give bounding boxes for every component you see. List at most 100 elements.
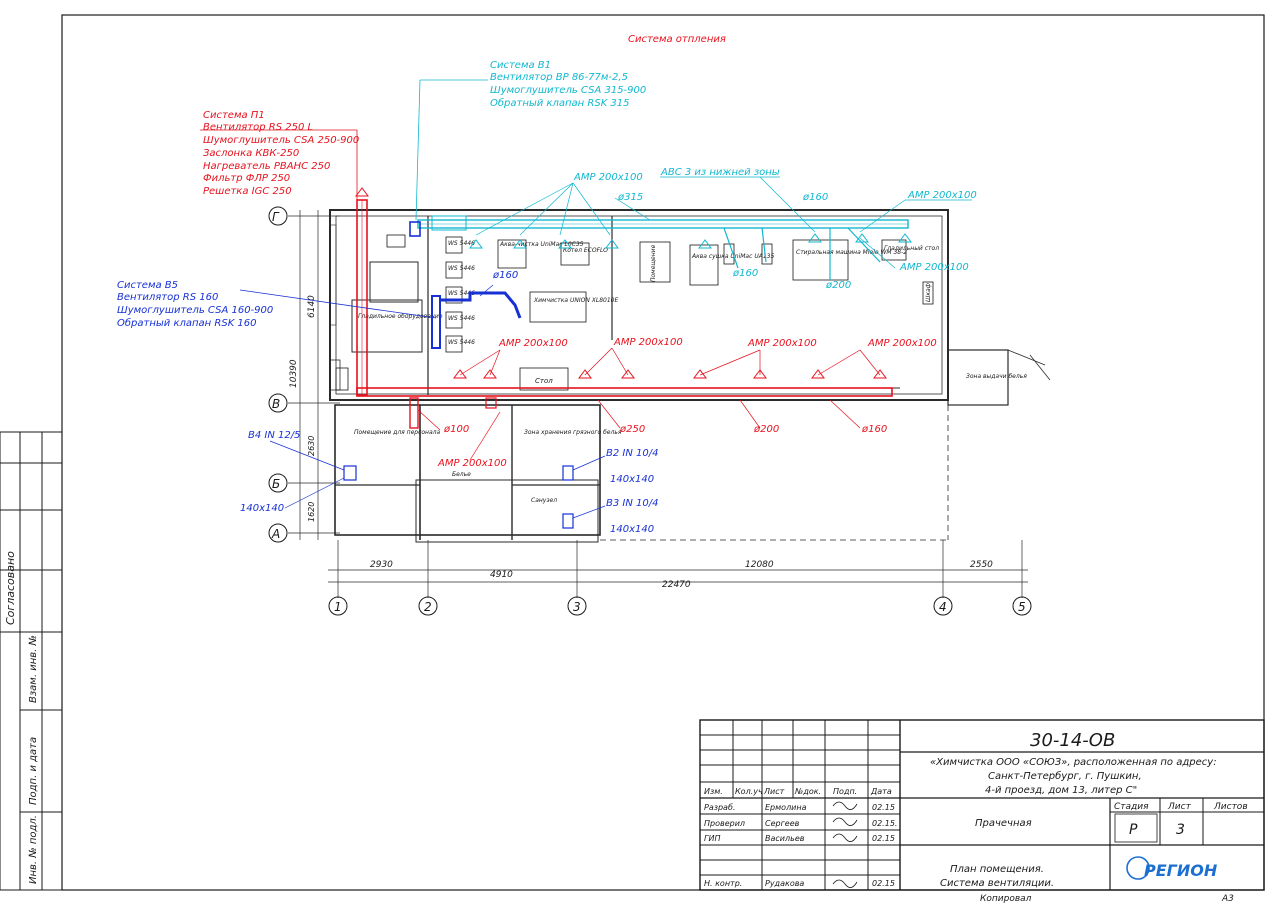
room-labels: Помещение для персонала Зона хранения гр…: [354, 373, 1027, 504]
axis-grid: [288, 210, 1028, 598]
side-stamp: Согласовано Взам. инв. № Подп. и дата Ин…: [0, 431, 63, 891]
col-list: Лист: [763, 787, 785, 796]
signature-4: [832, 879, 858, 888]
p1-amp-label-4: АМР 200x100: [867, 338, 937, 349]
dim-22470: 22470: [662, 580, 691, 590]
format-label: А3: [1221, 894, 1234, 904]
role-gip: ГИП: [704, 834, 720, 843]
washer-label: Стиральная машина Miele WM 38-2: [796, 249, 907, 256]
ws-label-2: WS 5446: [448, 265, 475, 272]
v5-silencer: Шумоглушитель CSA 160-900: [117, 305, 273, 316]
axis-number-3: 3: [573, 600, 581, 614]
title-block: [699, 719, 1265, 891]
v1-d200-label: ø200: [825, 280, 851, 291]
b4-size-label: 140x140: [240, 503, 284, 514]
axis-number-5: 5: [1018, 600, 1026, 614]
name-developer: Ермолина: [765, 803, 807, 812]
p1-silencer: Шумоглушитель CSA 250-900: [203, 135, 359, 146]
v1-amp-label-2: АМР 200x100: [907, 190, 977, 201]
ws-label-4: WS 5446: [448, 315, 475, 322]
v1-diffusers: [469, 233, 912, 249]
axis-numbers: 1 2 3 4 5: [328, 596, 1032, 616]
v1-d160-label-2: ø160: [732, 268, 758, 279]
v1-fan: Вентилятор ВР 86-77м-2,5: [490, 72, 628, 83]
v1-avs-label: АВС 3 из нижней зоны: [660, 167, 780, 178]
v1-amp-label-3: АМР 200x100: [899, 262, 969, 273]
title-block-text: 30-14-ОВ «Химчистка ООО «СОЮЗ», располож…: [704, 730, 1248, 904]
p1-amp-label-5: АМР 200x100: [437, 458, 507, 469]
v1-d315-label: ø315: [617, 192, 643, 203]
v5-title: Система В5: [117, 280, 178, 291]
boiler-label: Котел ECOFLO: [563, 247, 608, 254]
dim-6140: 6140: [307, 295, 317, 318]
p1-diffusers: [355, 187, 887, 379]
ironing-table-label: Гладильный стол: [884, 245, 939, 252]
sheet-header: Лист: [1167, 802, 1192, 812]
p1-d160-label: ø160: [861, 424, 887, 435]
ws-label-1: WS 5446: [448, 240, 475, 247]
system-v1-ducts: [415, 79, 972, 280]
storage-room-label: Зона хранения грязного белья: [524, 429, 622, 436]
p1-title: Система П1: [203, 110, 265, 121]
signature-2: [832, 817, 858, 826]
company-logo-icon: [1126, 856, 1150, 880]
room-pos-label: Помещение: [650, 244, 657, 282]
address-line-1: «Химчистка ООО «СОЮЗ», расположенная по …: [930, 757, 1217, 768]
col-izm: Изм.: [704, 787, 723, 796]
p1-d200-label: ø200: [753, 424, 779, 435]
v5-d160-label: ø160: [492, 270, 518, 281]
p1-heater: Нагреватель РВАНС 250: [203, 161, 330, 172]
company-name: РЕГИОН: [1144, 861, 1218, 880]
v1-valve: Обратный клапан RSK 315: [490, 97, 630, 109]
side-label-sign-date: Подп. и дата: [28, 737, 39, 805]
staff-room-label: Помещение для персонала: [354, 429, 440, 436]
b3-size-label: 140x140: [610, 524, 654, 535]
system-v5-ducts: [239, 221, 606, 529]
p1-grille: Решетка IGC 250: [203, 186, 292, 197]
stage-header: Стадия: [1114, 802, 1149, 812]
stage-value: Р: [1129, 822, 1138, 838]
system-p1-callout: Система П1 Вентилятор RS 250 L Шумоглуши…: [203, 110, 359, 197]
axis-number-4: 4: [939, 600, 947, 614]
p1-d100-label: ø100: [443, 424, 469, 435]
axis-letter-a: А: [271, 527, 280, 541]
ws-label-3: WS 5446: [448, 290, 475, 297]
signature-1: [832, 801, 858, 810]
name-gip: Васильев: [765, 834, 805, 843]
dim-4910: 4910: [490, 570, 513, 580]
v1-silencer: Шумоглушитель CSA 315-900: [490, 85, 646, 96]
p1-d250-label: ø250: [619, 424, 645, 435]
issue-zone-label: Зона выдачи белья: [966, 373, 1027, 380]
object-name: Прачечная: [975, 818, 1032, 829]
aqua-clean-label: Аква-чистка UniMac L0C35: [499, 241, 584, 248]
dimensions: 2930 4910 12080 2550 22470 6140 10390 26…: [289, 295, 993, 590]
dry-clean-label: Химчистка UNION XL8010E: [533, 297, 618, 304]
dim-2930: 2930: [370, 560, 393, 570]
wc-label: Санузел: [531, 497, 557, 504]
date-developer: 02.15: [872, 803, 895, 812]
heating-system-title: Система отпления: [628, 34, 726, 45]
b3-label: В3 IN 10/4: [606, 498, 658, 509]
col-podp: Подп.: [833, 787, 857, 796]
dim-2550: 2550: [970, 560, 993, 570]
p1-amp-label-2: АМР 200x100: [613, 337, 683, 348]
role-checker: Проверил: [704, 819, 745, 828]
axis-letters: Г В Б А: [268, 206, 288, 543]
aqua-dry-label: Аква сушка UniMac UA135: [691, 253, 774, 260]
date-gip: 02.15: [872, 834, 895, 843]
ironing-eq-label: Гладильное оборудование: [358, 313, 443, 320]
side-label-replace-inv: Взам. инв. №: [28, 635, 39, 703]
p1-amp-label-3: АМР 200x100: [747, 338, 817, 349]
dim-1620: 1620: [307, 502, 316, 522]
col-data: Дата: [870, 787, 892, 796]
dim-2630: 2630: [307, 436, 316, 456]
v5-fan: Вентилятор RS 160: [117, 292, 218, 303]
system-v1-callout: Система В1 Вентилятор ВР 86-77м-2,5 Шумо…: [490, 60, 646, 109]
role-developer: Разраб.: [704, 803, 735, 812]
signature-3: [832, 833, 858, 842]
side-label-inv-orig: Инв. № подл.: [28, 815, 39, 884]
b2-label: В2 IN 10/4: [606, 448, 658, 459]
dim-12080: 12080: [745, 560, 774, 570]
v1-title: Система В1: [490, 60, 551, 71]
